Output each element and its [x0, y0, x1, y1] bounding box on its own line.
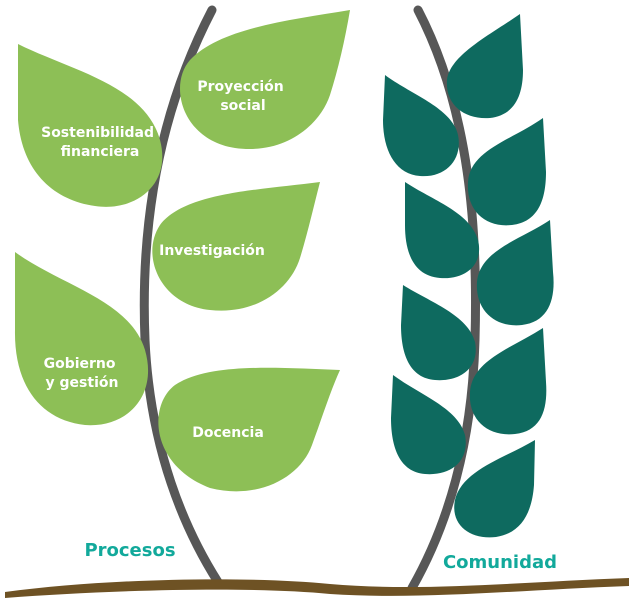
leaf-gobierno-shape	[14, 252, 149, 426]
right-leaves	[383, 14, 554, 538]
leaf-docencia-shape	[158, 367, 340, 492]
ground-line	[5, 578, 629, 598]
teal-leaf-4	[405, 182, 480, 279]
teal-leaf-3	[467, 118, 546, 226]
leaf-docencia-label: Docencia	[192, 425, 264, 441]
leaf-investigacion-shape	[152, 182, 320, 311]
teal-leaf-1	[446, 14, 523, 119]
leaf-proyeccion: Proyección social	[180, 10, 350, 150]
leaf-gobierno-line-1: Gobierno	[44, 356, 116, 372]
leaf-proyeccion-line-2: social	[220, 98, 265, 114]
leaf-proyeccion-line-1: Proyección	[197, 79, 283, 95]
leaf-investigacion-line-1: Investigación	[159, 243, 265, 259]
leaf-sostenibilidad-label: Sostenibilidad financiera	[41, 125, 159, 160]
leaf-docencia: Docencia	[158, 367, 340, 492]
leaf-sostenibilidad-line-1: Sostenibilidad	[41, 125, 154, 141]
leaf-gobierno-label: Gobierno y gestión	[44, 356, 121, 391]
teal-leaf-5	[476, 220, 554, 326]
leaf-proyeccion-shape	[180, 10, 350, 150]
leaf-investigacion-label: Investigación	[159, 243, 265, 259]
leaf-sostenibilidad: Sostenibilidad financiera	[18, 44, 163, 207]
teal-leaf-2	[383, 75, 459, 177]
group-label-procesos: Procesos	[84, 540, 175, 561]
leaf-investigacion: Investigación	[152, 182, 320, 311]
teal-leaf-9	[454, 440, 535, 538]
teal-leaf-6	[401, 285, 476, 381]
leaf-sostenibilidad-line-2: financiera	[61, 144, 140, 160]
leaf-proyeccion-label: Proyección social	[197, 79, 288, 114]
left-stem	[139, 5, 223, 587]
leaf-sostenibilidad-shape	[18, 44, 163, 207]
group-label-comunidad: Comunidad	[443, 552, 557, 573]
teal-leaf-8	[391, 375, 466, 475]
teal-leaf-7	[469, 328, 547, 435]
leaf-docencia-line-1: Docencia	[192, 425, 264, 441]
leaf-gobierno-line-2: y gestión	[46, 375, 119, 391]
leaf-gobierno: Gobierno y gestión	[14, 252, 149, 426]
